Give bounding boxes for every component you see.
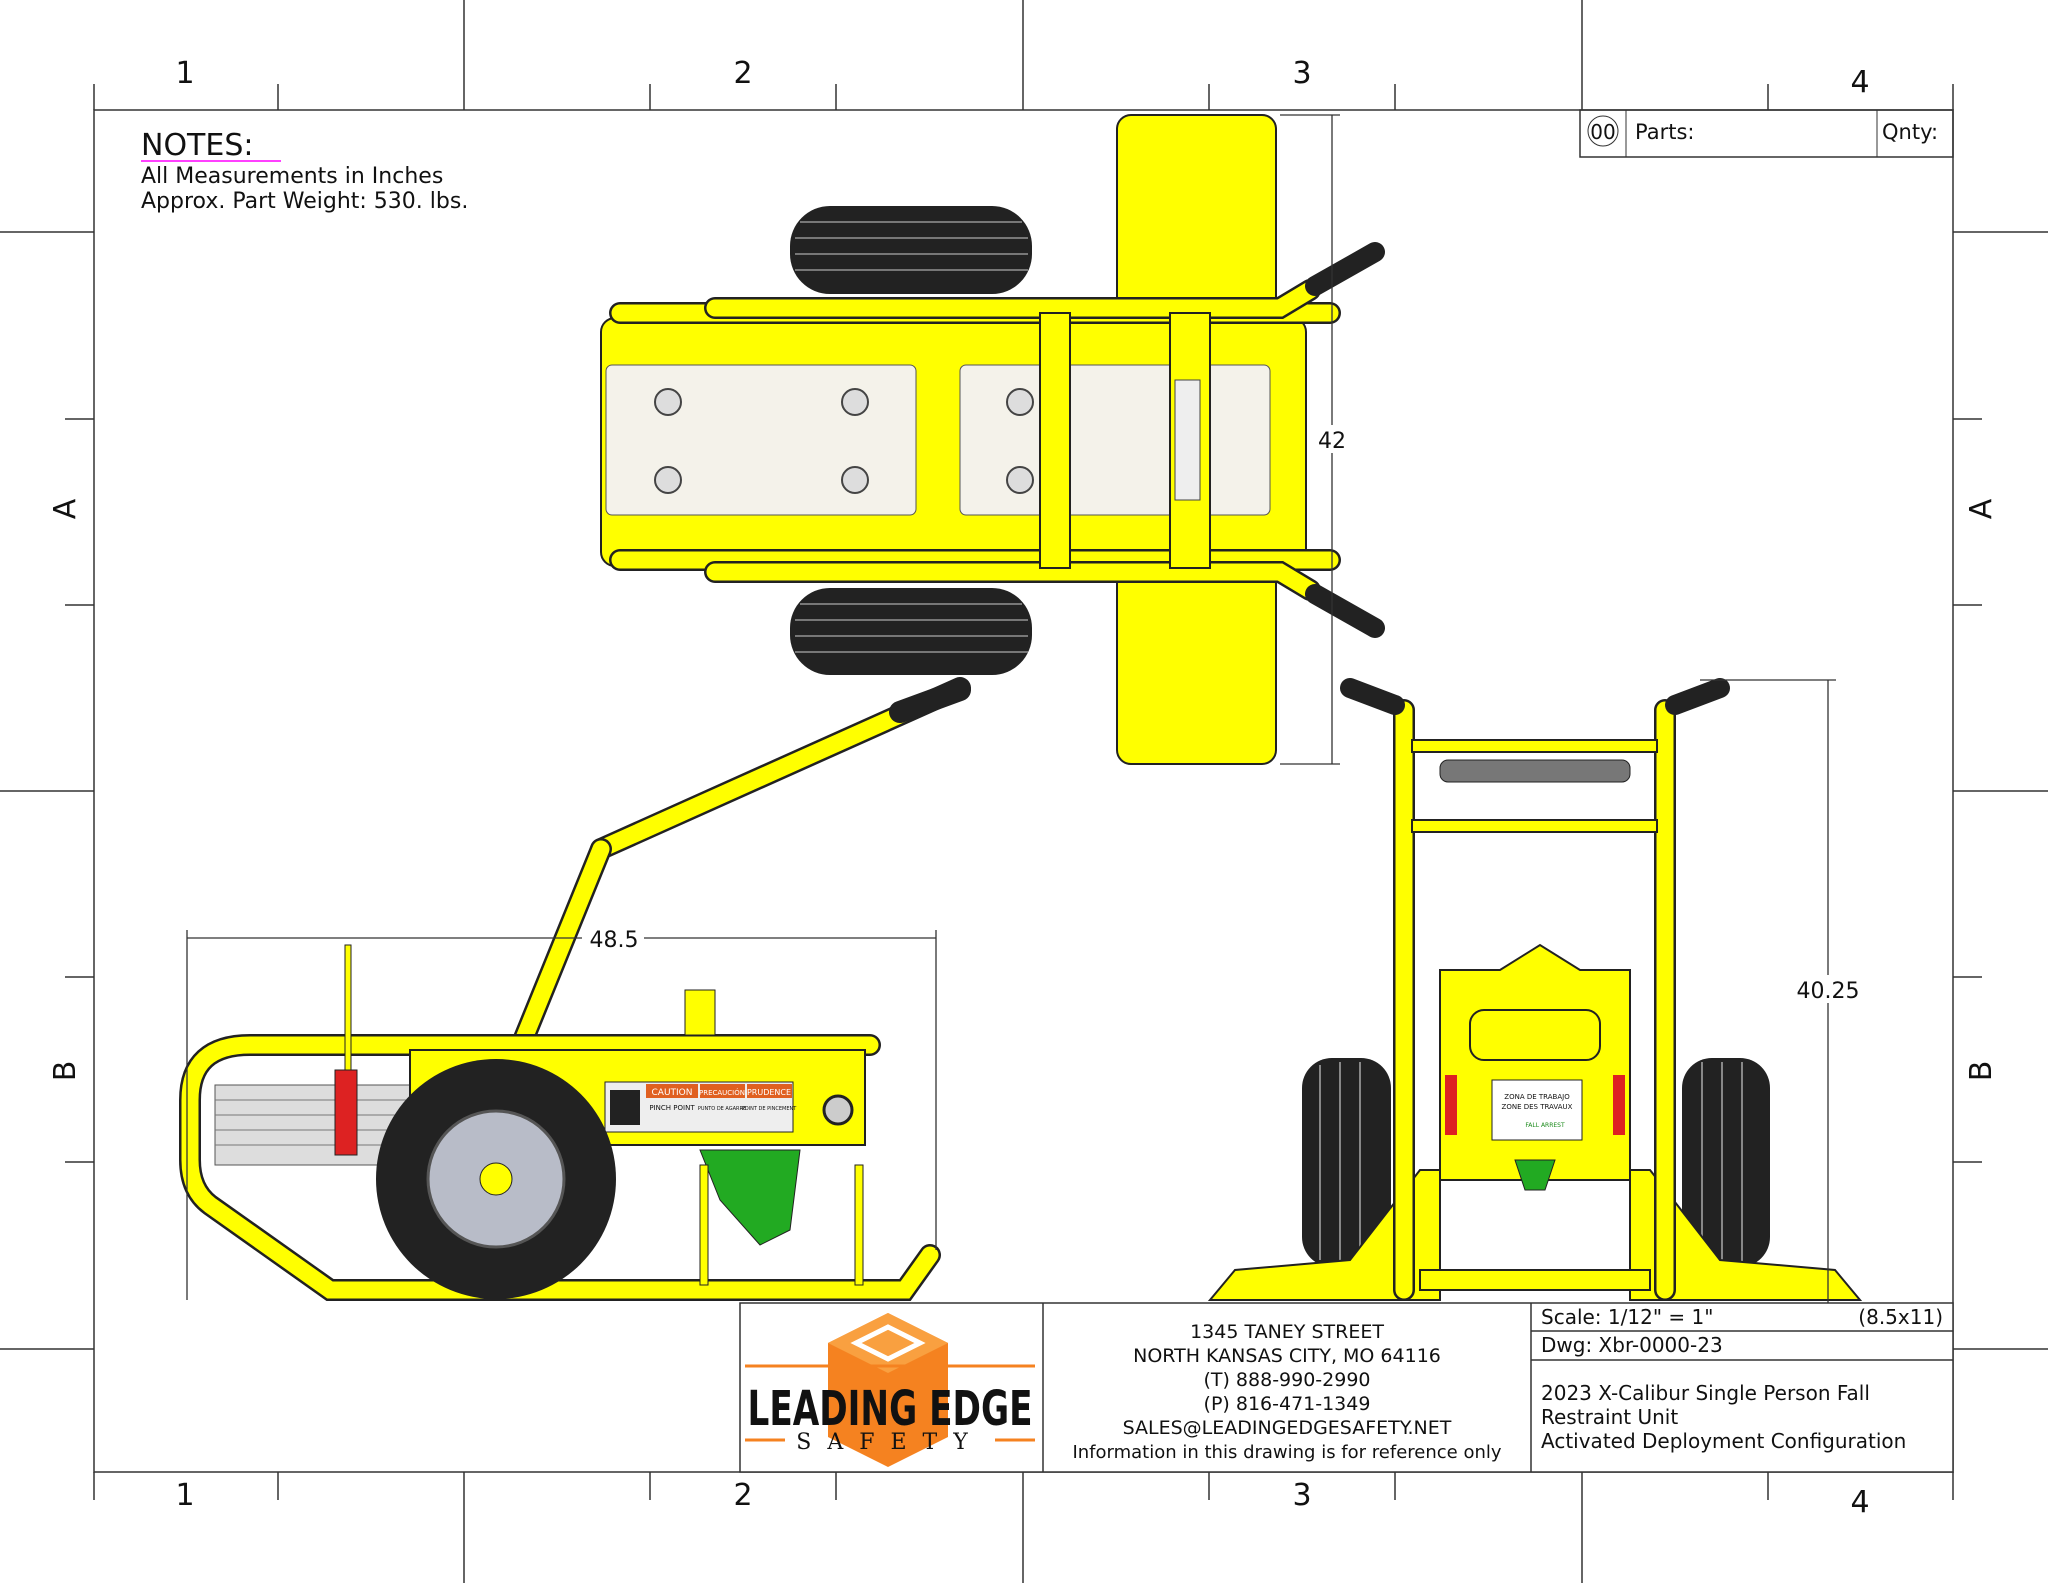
phone-t: (T) 888-990-2990 bbox=[1203, 1369, 1370, 1391]
sheet-size: (8.5x11) bbox=[1858, 1305, 1943, 1329]
wheel-top-upper bbox=[790, 206, 1032, 294]
svg-text:PINCH POINT: PINCH POINT bbox=[649, 1104, 695, 1112]
zone-row-a: A bbox=[48, 498, 83, 519]
side-view: CAUTION PRECAUCIÓN PRUDENCE PINCH POINT … bbox=[179, 677, 971, 1301]
title-block: LEADING EDGE SAFETY 1345 TANEY STREET NO… bbox=[739, 1302, 1954, 1473]
zone-col-4: 4 bbox=[1850, 65, 1869, 100]
svg-text:FALL ARREST: FALL ARREST bbox=[1525, 1122, 1565, 1129]
title-line-2: Restraint Unit bbox=[1541, 1405, 1678, 1429]
zone-row-b-right: B bbox=[1964, 1061, 1999, 1082]
svg-text:PUNTO DE AGARRE: PUNTO DE AGARRE bbox=[698, 1106, 746, 1112]
address-city: NORTH KANSAS CITY, MO 64116 bbox=[1133, 1345, 1441, 1367]
caution-sticker: CAUTION PRECAUCIÓN PRUDENCE PINCH POINT … bbox=[604, 1081, 798, 1133]
disclaimer: Information in this drawing is for refer… bbox=[1072, 1442, 1501, 1463]
zone-col-2-bottom: 2 bbox=[733, 1478, 752, 1513]
zone-col-1: 1 bbox=[175, 56, 194, 91]
zone-col-3: 3 bbox=[1292, 56, 1311, 91]
dimension-42: 42 bbox=[1318, 429, 1346, 454]
top-view: 42 bbox=[600, 114, 1385, 765]
svg-text:ZONA DE TRABAJO: ZONA DE TRABAJO bbox=[1504, 1093, 1570, 1101]
svg-text:PRUDENCE: PRUDENCE bbox=[747, 1088, 791, 1097]
work-zone-sticker bbox=[1491, 1079, 1583, 1141]
parts-label: Parts: bbox=[1635, 120, 1694, 144]
logo-sub: SAFETY bbox=[796, 1430, 983, 1455]
notes-heading: NOTES: bbox=[141, 128, 254, 163]
front-view: ZONA DE TRABAJO ZONE DES TRAVAUX FALL AR… bbox=[1207, 678, 1863, 1303]
address-street: 1345 TANEY STREET bbox=[1190, 1321, 1384, 1343]
dimension-48-5: 48.5 bbox=[590, 928, 639, 953]
dimension-40-25: 40.25 bbox=[1797, 979, 1860, 1004]
zone-col-3-bottom: 3 bbox=[1292, 1478, 1311, 1513]
qty-label: Qnty: bbox=[1882, 120, 1938, 144]
zone-col-4-bottom: 4 bbox=[1850, 1485, 1869, 1520]
email: SALES@LEADINGEDGESAFETY.NET bbox=[1123, 1417, 1452, 1439]
parts-table: 00 Parts: Qnty: bbox=[1579, 109, 1954, 158]
handle-grip bbox=[889, 679, 971, 723]
parts-item-number: 00 bbox=[1590, 120, 1615, 144]
svg-text:ZONE DES TRAVAUX: ZONE DES TRAVAUX bbox=[1502, 1103, 1573, 1111]
svg-text:CAUTION: CAUTION bbox=[652, 1088, 693, 1098]
handle-grip bbox=[1305, 584, 1385, 638]
scale: Scale: 1/12" = 1" bbox=[1541, 1305, 1713, 1329]
company-logo: LEADING EDGE SAFETY bbox=[745, 1313, 1035, 1467]
zone-col-2: 2 bbox=[733, 56, 752, 91]
title-line-1: 2023 X-Calibur Single Person Fall bbox=[1541, 1381, 1870, 1405]
drawing-number: Dwg: Xbr-0000-23 bbox=[1541, 1333, 1723, 1357]
side-wheel bbox=[376, 1059, 616, 1299]
zone-row-b: B bbox=[48, 1061, 83, 1082]
phone-p: (P) 816-471-1349 bbox=[1204, 1393, 1371, 1415]
svg-text:PRECAUCIÓN: PRECAUCIÓN bbox=[699, 1088, 745, 1097]
front-wheel-right bbox=[1682, 1058, 1770, 1267]
wheel-top-lower bbox=[790, 588, 1032, 675]
front-wheel-left bbox=[1302, 1058, 1391, 1267]
notes-line-2: Approx. Part Weight: 530. lbs. bbox=[141, 189, 468, 214]
svg-text:POINT DE PINCEMENT: POINT DE PINCEMENT bbox=[742, 1106, 798, 1112]
title-line-3: Activated Deployment Configuration bbox=[1541, 1429, 1906, 1453]
zone-row-a-right: A bbox=[1964, 498, 1999, 519]
zone-col-1-bottom: 1 bbox=[175, 1478, 194, 1513]
logo-name: LEADING EDGE bbox=[748, 1381, 1033, 1437]
notes-line-1: All Measurements in Inches bbox=[141, 164, 443, 189]
handle-grip bbox=[1305, 242, 1385, 296]
